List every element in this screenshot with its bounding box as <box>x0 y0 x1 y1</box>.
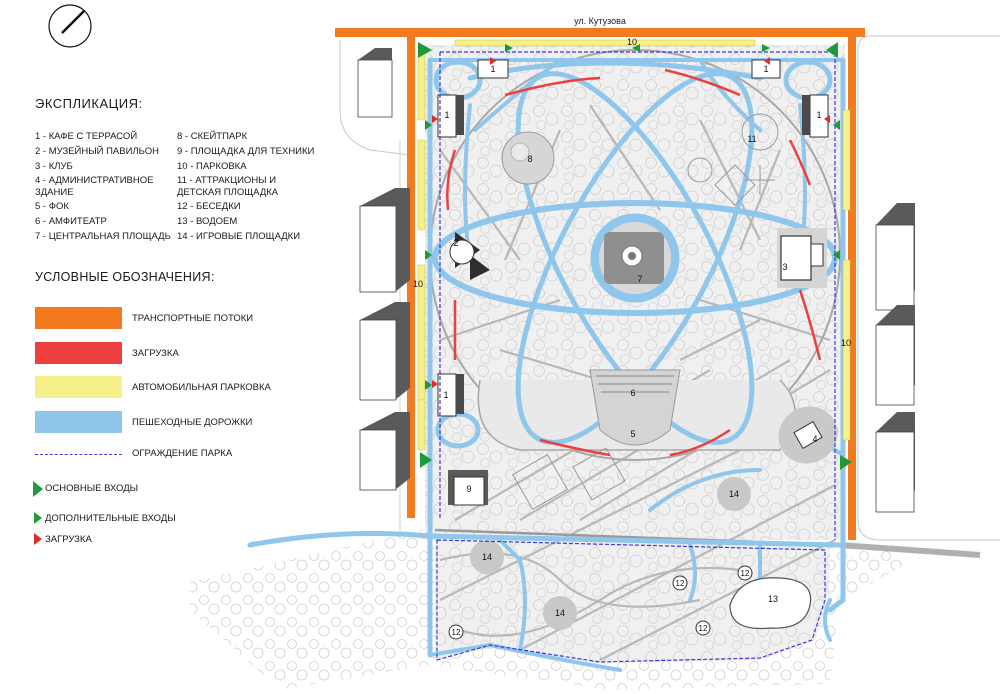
map-label-12c: 12 <box>699 624 708 633</box>
map-label-8: 8 <box>527 154 532 164</box>
surrounding-buildings <box>357 48 915 513</box>
map-label-10-right: 10 <box>841 338 851 348</box>
map-label-3: 3 <box>782 262 787 272</box>
amphitheatre <box>589 369 681 446</box>
game-areas <box>470 477 751 630</box>
map-label-14b: 14 <box>482 552 492 562</box>
explication-item: 6 - АМФИТЕАТР <box>35 216 107 228</box>
explication-item: 7 - ЦЕНТРАЛЬНАЯ ПЛОЩАДЬ <box>35 230 171 242</box>
main-entrance-icon <box>33 481 43 497</box>
map-label-6: 6 <box>630 388 635 398</box>
legend-fence-line <box>35 454 122 455</box>
explication-item: 14 - ИГРОВЫЕ ПЛОЩАДКИ <box>177 230 301 242</box>
explication-item: 9 - ПЛОЩАДКА ДЛЯ ТЕХНИКИ <box>177 145 315 157</box>
legend-label-main-entrance: ОСНОВНЫЕ ВХОДЫ <box>45 483 139 494</box>
map-label-1a: 1 <box>490 64 495 74</box>
loading-entrances <box>432 57 830 388</box>
map-label-12b: 12 <box>741 569 750 578</box>
explication-item: 11 - АТТРАКЦИОНЫ И ДЕТСКАЯ ПЛОЩАДКА <box>177 175 279 198</box>
legend-label-loading-entrance: ЗАГРУЗКА <box>45 534 92 545</box>
legend-swatch-traffic <box>35 307 122 329</box>
map-label-1c: 1 <box>444 110 449 120</box>
legend-swatch-parking <box>35 376 122 398</box>
legend-label-extra-entrance: ДОПОЛНИТЕЛЬНЫЕ ВХОДЫ <box>45 513 176 524</box>
loading-entrance-icon <box>34 533 42 545</box>
explication-item: 12 - БЕСЕДКИ <box>177 201 241 213</box>
explication-item: 2 - МУЗЕЙНЫЙ ПАВИЛЬОН <box>35 145 159 157</box>
legend-label-walkways: ПЕШЕХОДНЫЕ ДОРОЖКИ <box>132 417 253 428</box>
map-label-10-top: 10 <box>627 37 637 47</box>
legend-label-loading: ЗАГРУЗКА <box>132 348 179 359</box>
legend-title: УСЛОВНЫЕ ОБОЗНАЧЕНИЯ: <box>35 270 215 284</box>
skatepark <box>501 131 555 185</box>
park-fence <box>436 51 836 663</box>
map-label-13: 13 <box>768 594 778 604</box>
legend-label-parking: АВТОМОБИЛЬНАЯ ПАРКОВКА <box>132 382 271 393</box>
map-label-14a: 14 <box>729 489 739 499</box>
loading-paths <box>446 68 822 457</box>
map-label-4: 4 <box>812 434 817 444</box>
map-label-11: 11 <box>747 134 756 144</box>
club-building <box>777 228 827 288</box>
street-label: ул. Кутузова <box>574 16 626 26</box>
map-label-7: 7 <box>637 274 642 284</box>
explication-item: 10 - ПАРКОВКА <box>177 160 247 172</box>
parking-strips <box>417 39 851 451</box>
main-entrances <box>418 42 852 470</box>
extra-entrances <box>425 44 840 390</box>
explication-item: 4 - АДМИНИСТРАТИВНОЕ ЗДАНИЕ <box>35 175 154 198</box>
explication-item: 1 - КАФЕ С ТЕРРАСОЙ <box>35 131 138 142</box>
legend-label-traffic: ТРАНСПОРТНЫЕ ПОТОКИ <box>132 313 254 324</box>
transport-flows <box>335 28 865 540</box>
cafes <box>437 59 829 417</box>
explication-item: 5 - ФОК <box>35 201 69 213</box>
north-arrow-icon <box>48 4 92 48</box>
map-label-12a: 12 <box>676 579 685 588</box>
extra-entrance-icon <box>34 512 42 524</box>
central-plaza <box>595 218 675 298</box>
map-label-1d: 1 <box>816 110 821 120</box>
map-label-10-left: 10 <box>413 279 423 289</box>
arbors <box>448 565 753 640</box>
equipment-area <box>448 470 488 506</box>
museum-pavilion <box>449 232 490 280</box>
attractions-playground <box>687 113 779 206</box>
explication-title: ЭКСПЛИКАЦИЯ: <box>35 96 143 111</box>
pond <box>729 577 812 630</box>
explication-col-2: 8 - СКЕЙТПАРК 9 - ПЛОЩАДКА ДЛЯ ТЕХНИКИ 1… <box>177 131 327 246</box>
map-label-9: 9 <box>466 484 471 494</box>
legend-swatch-loading <box>35 342 122 364</box>
legend-swatch-walkways <box>35 411 122 433</box>
explication-col-1: 1 - КАФЕ С ТЕРРАСОЙ 2 - МУЗЕЙНЫЙ ПАВИЛЬО… <box>35 131 175 246</box>
map-label-2: 2 <box>453 238 459 249</box>
legend-label-fence: ОГРАЖДЕНИЕ ПАРКА <box>132 448 233 459</box>
explication-item: 13 - ВОДОЕМ <box>177 216 238 228</box>
map-label-5: 5 <box>630 429 635 439</box>
sports-courts <box>511 447 626 511</box>
explication-item: 3 - КЛУБ <box>35 160 73 172</box>
explication-item: 8 - СКЕЙТПАРК <box>177 131 248 142</box>
map-label-1e: 1 <box>443 390 448 400</box>
map-label-1b: 1 <box>763 64 768 74</box>
map-label-14c: 14 <box>555 608 565 618</box>
map-label-12d: 12 <box>452 628 461 637</box>
